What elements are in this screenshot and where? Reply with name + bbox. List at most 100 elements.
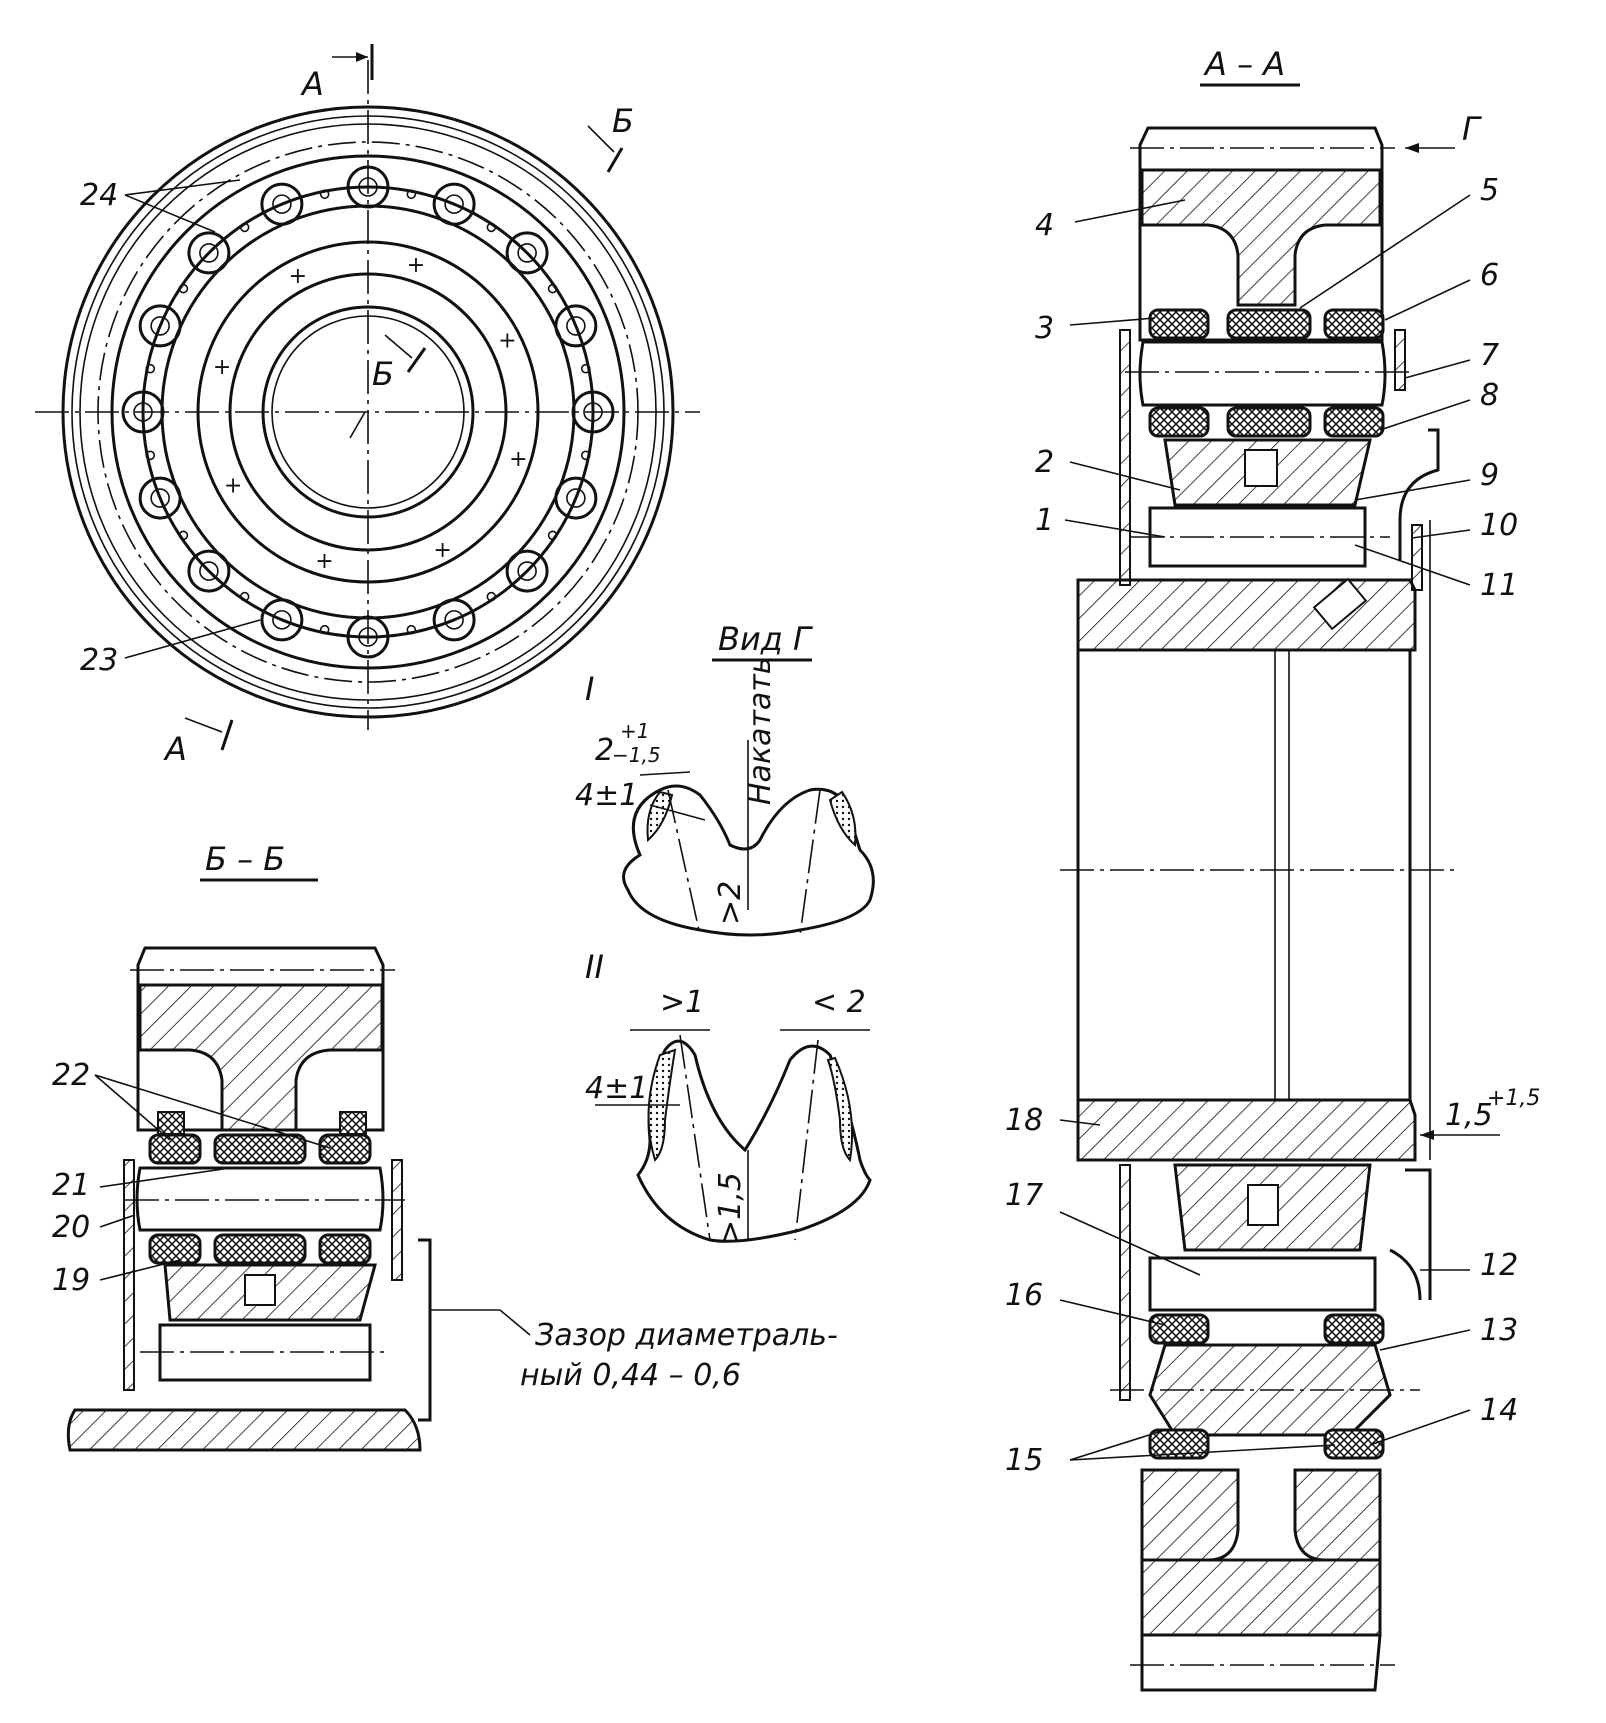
section-aa-title: А – А — [1203, 45, 1285, 83]
var2-layer: 4±1 — [585, 1071, 648, 1106]
tol-top-base: 2 — [595, 733, 614, 768]
part-number-17: 17 — [1005, 1178, 1043, 1213]
roller-pin — [272, 194, 292, 214]
part-number-5: 5 — [1480, 173, 1499, 208]
small-hole — [145, 450, 156, 461]
plus-mark: + — [407, 253, 425, 278]
roller-pin — [272, 610, 292, 630]
plus-mark: + — [498, 329, 516, 354]
roller-pin — [566, 488, 586, 508]
roller — [571, 390, 615, 434]
clearance-note-line2: ный 0,44 – 0,6 — [520, 1358, 741, 1393]
part-number-13: 13 — [1480, 1313, 1518, 1348]
part-number-24: 24 — [80, 178, 118, 213]
cut-marker-a-bottom: А — [163, 717, 234, 768]
part-number-2: 2 — [1035, 445, 1054, 480]
plus-mark: + — [224, 473, 242, 498]
roller-pin — [150, 488, 170, 508]
plus-mark: + — [433, 538, 451, 563]
small-hole — [547, 530, 558, 541]
part-number-8: 8 — [1480, 378, 1499, 413]
roller — [187, 549, 231, 593]
roller-pin — [517, 243, 537, 263]
roller — [505, 231, 549, 275]
cut-marker-b-outer-label: Б — [612, 102, 634, 140]
cut-marker-a-top-label: А — [300, 65, 324, 103]
plus-mark: + — [213, 355, 231, 380]
section-bb-title: Б – Б — [205, 840, 285, 878]
part-number-3: 3 — [1035, 311, 1054, 346]
cut-marker-b-inner: Б — [349, 334, 427, 439]
view-g: Вид Г I 2 +1 −1,5 4±1 Накатать >2 II >1 … — [575, 620, 875, 1245]
part-number-18: 18 — [1005, 1103, 1043, 1138]
cut-marker-a-bottom-label: А — [163, 730, 187, 768]
roller-pin — [150, 316, 170, 336]
roller — [432, 598, 476, 642]
roller — [346, 615, 390, 659]
roller-pin — [444, 610, 464, 630]
cut-marker-b-outer: Б — [587, 102, 634, 173]
view-g-title: Вид Г — [718, 620, 813, 658]
part-number-12: 12 — [1480, 1248, 1518, 1283]
roller-ring — [121, 165, 615, 659]
roller — [432, 182, 476, 226]
part-number-10: 10 — [1480, 508, 1518, 543]
small-hole — [319, 189, 330, 200]
roller — [260, 182, 304, 226]
roller — [260, 598, 304, 642]
roller-pin — [133, 402, 153, 422]
part-number-4: 4 — [1035, 208, 1054, 243]
cut-marker-b-inner-label: Б — [372, 355, 394, 393]
roller — [187, 231, 231, 275]
plus-marks: ++++++++ — [213, 253, 528, 574]
part-number-7: 7 — [1480, 338, 1499, 373]
small-hole — [178, 283, 189, 294]
roller — [554, 476, 598, 520]
roller-pin — [358, 177, 378, 197]
small-hole — [239, 591, 250, 602]
small-hole — [319, 624, 330, 635]
gap-dim-base: 1,5 — [1445, 1098, 1493, 1133]
roller — [346, 165, 390, 209]
roller — [121, 390, 165, 434]
part-number-9: 9 — [1480, 458, 1499, 493]
variant-2-label: II — [585, 948, 604, 986]
small-hole — [178, 530, 189, 541]
part-number-16: 16 — [1005, 1278, 1043, 1313]
var2-left: >1 — [660, 985, 704, 1020]
roller — [554, 304, 598, 348]
part-number-14: 14 — [1480, 1393, 1518, 1428]
part-number-20: 20 — [52, 1210, 90, 1245]
variant-1-label: I — [585, 670, 594, 708]
small-hole — [580, 363, 591, 374]
cut-marker-g: Г — [1462, 110, 1482, 148]
roller-pin — [199, 243, 219, 263]
small-hole — [239, 222, 250, 233]
knurl-note: Накатать — [743, 657, 778, 805]
roller-pin — [517, 561, 537, 581]
part-number-22: 22 — [52, 1058, 90, 1093]
roller-pin — [358, 627, 378, 647]
var2-right: < 2 — [812, 985, 866, 1020]
cut-marker-a-top: А — [300, 44, 374, 103]
tol-top-sub: −1,5 — [612, 743, 661, 767]
part-number-11: 11 — [1480, 568, 1518, 603]
clearance-note-line1: Зазор диаметраль- — [535, 1318, 838, 1353]
part-number-23: 23 — [80, 643, 118, 678]
small-hole — [547, 283, 558, 294]
part-number-19: 19 — [52, 1263, 90, 1298]
tol-top-sup: +1 — [620, 719, 649, 743]
roller-pin — [583, 402, 603, 422]
plus-mark: + — [315, 549, 333, 574]
small-hole — [486, 591, 497, 602]
roller-pin — [444, 194, 464, 214]
var2-depth: >1,5 — [713, 1172, 748, 1245]
plus-mark: + — [509, 447, 527, 472]
small-hole — [580, 450, 591, 461]
part-number-15: 15 — [1005, 1443, 1043, 1478]
small-hole — [406, 189, 417, 200]
small-hole — [145, 363, 156, 374]
part-number-6: 6 — [1480, 258, 1499, 293]
var1-layer: 4±1 — [575, 778, 638, 813]
